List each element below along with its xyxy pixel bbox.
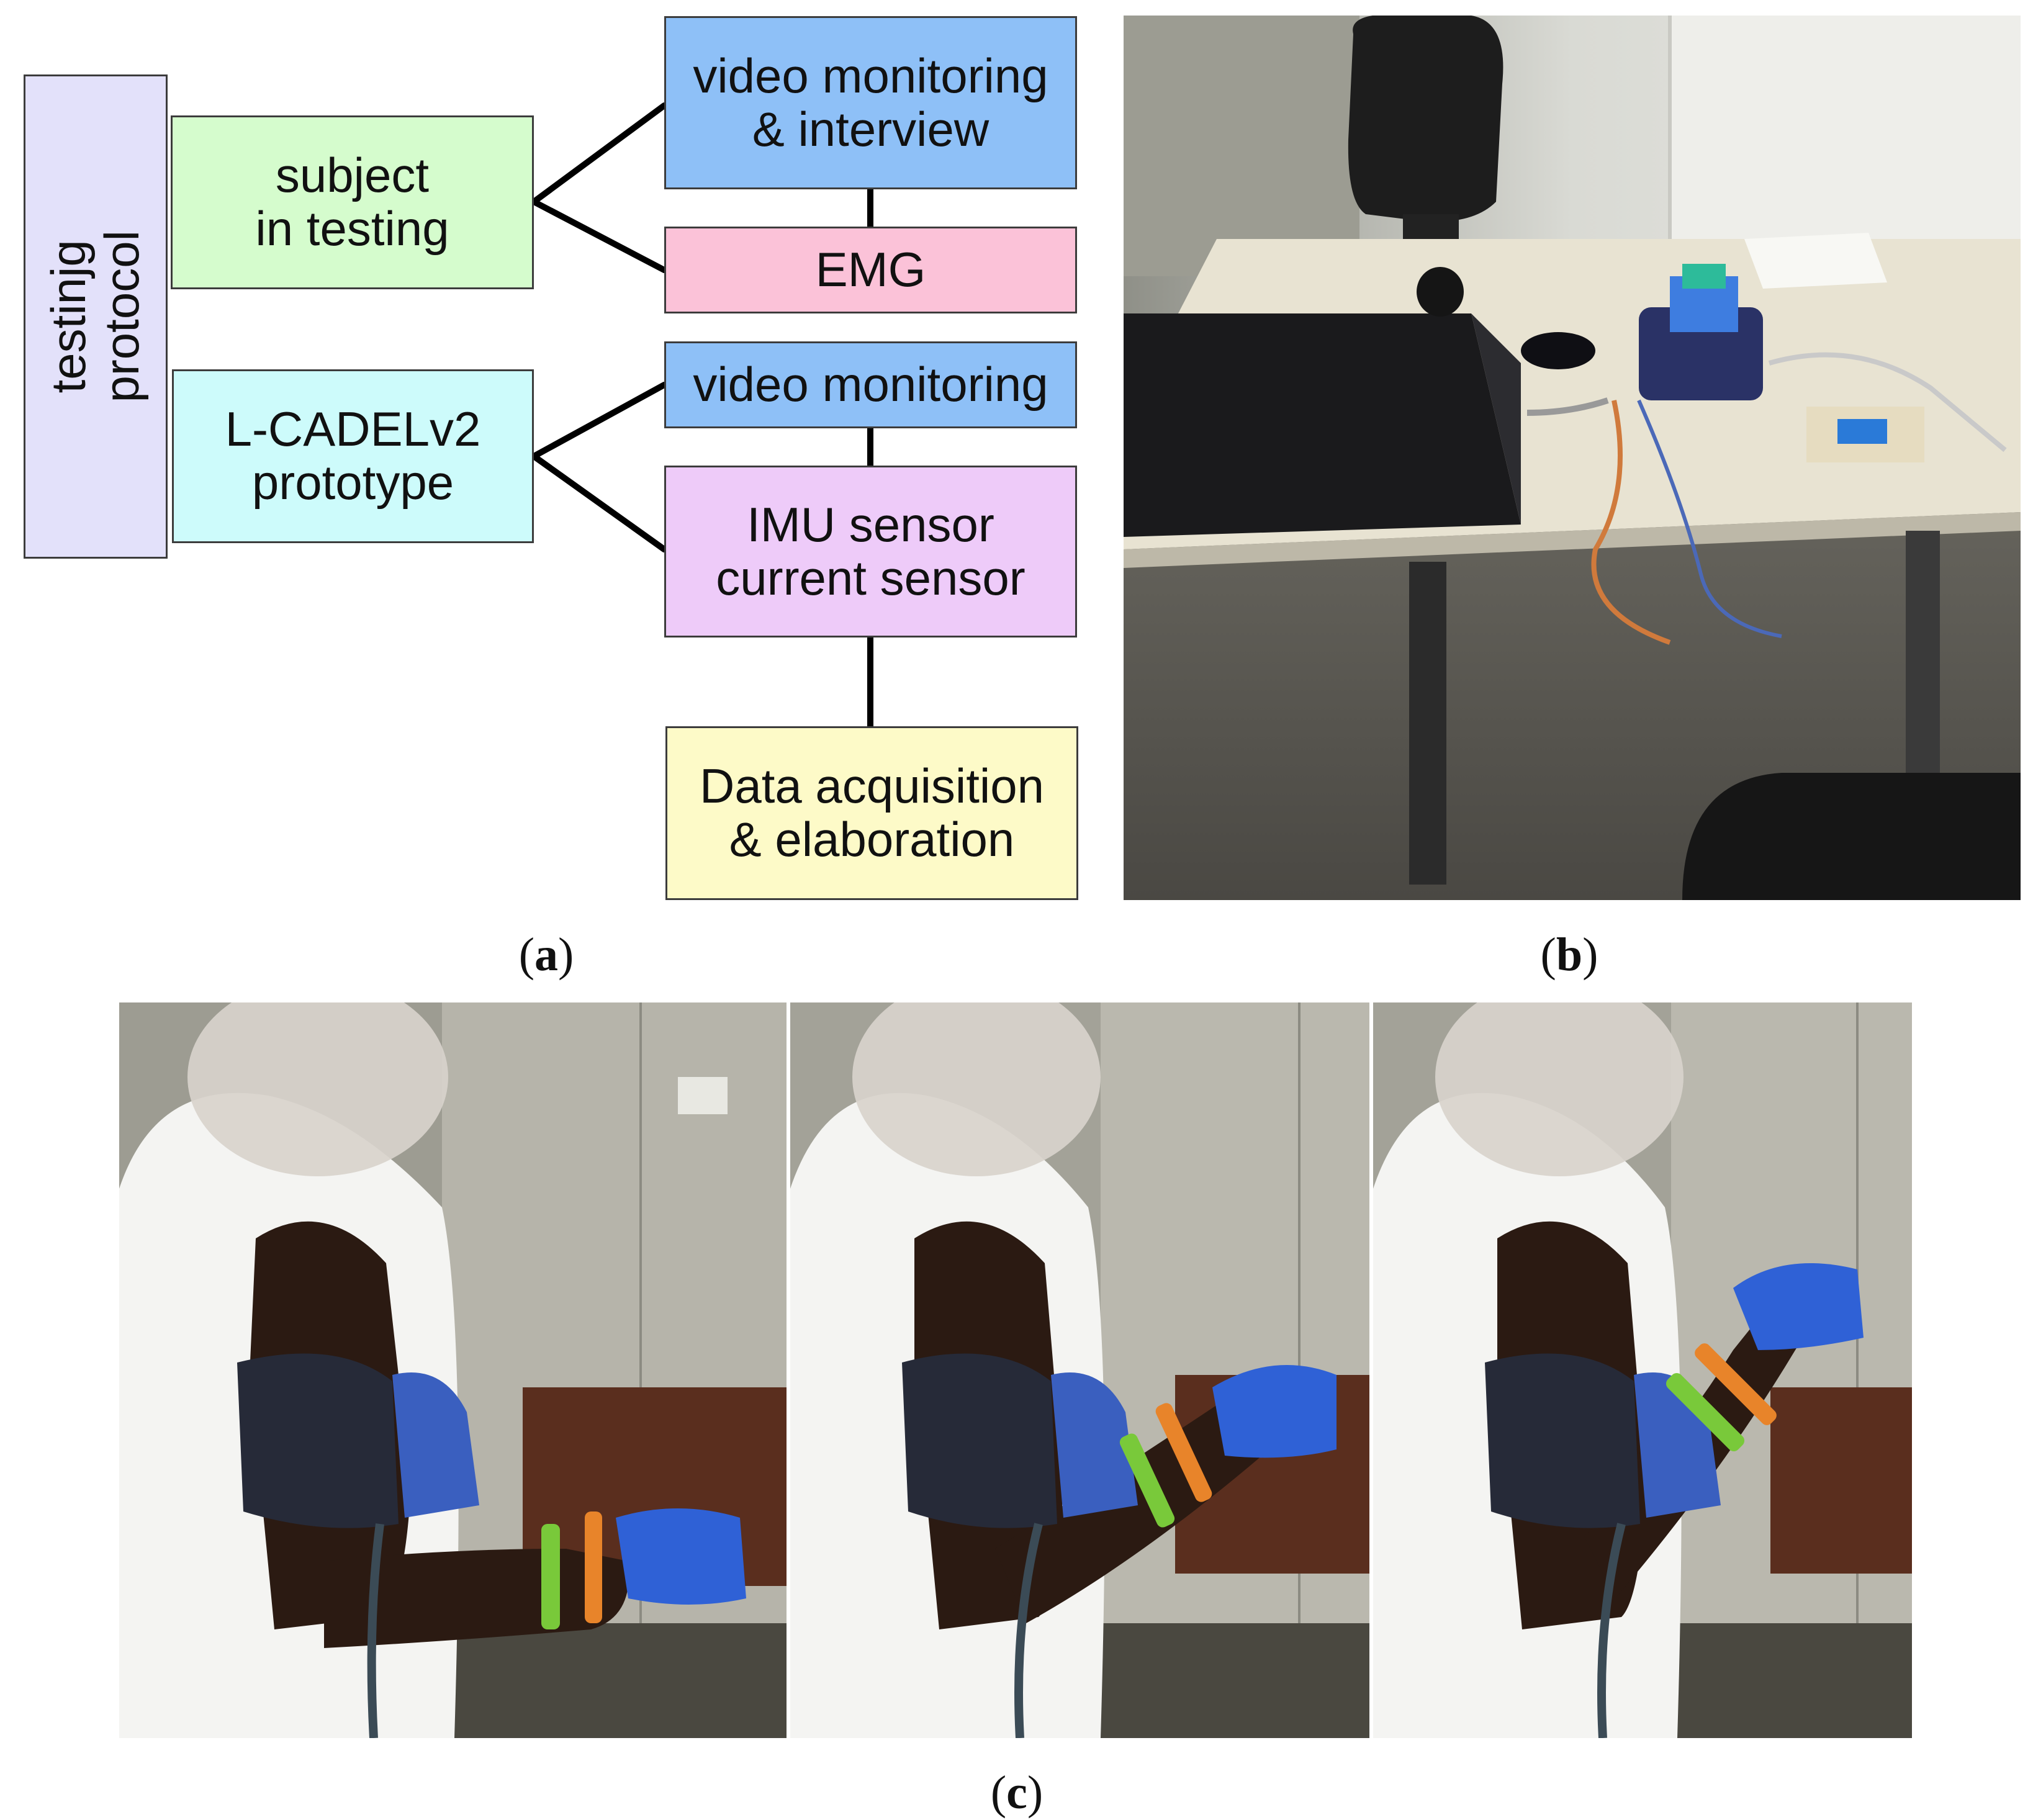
arm-pose-illustration-2 — [790, 1002, 1369, 1738]
label-b-letter: b — [1556, 929, 1583, 981]
edge-subject-emg — [531, 199, 667, 273]
video-interview-node: video monitoring & interview — [664, 16, 1077, 189]
diagram-connectors — [531, 102, 873, 729]
imu-sensor-node: IMU sensor current sensor — [664, 466, 1077, 637]
label-a-letter: a — [534, 929, 558, 981]
emg-node: EMG — [664, 227, 1077, 313]
label-c-letter: c — [1006, 1767, 1027, 1819]
label-b-close: ) — [1582, 929, 1598, 981]
label-c-open: ( — [990, 1767, 1007, 1819]
label-b-open: ( — [1540, 929, 1556, 981]
testing-protocol-label: testinjg protocol — [41, 230, 149, 403]
data-acquisition-label: Data acquisition & elaboration — [700, 759, 1044, 867]
edge-prototype-video — [531, 382, 667, 459]
arm-pose-illustration-3 — [1373, 1002, 1912, 1738]
emg-label: EMG — [815, 242, 926, 297]
prototype-node: L-CADELv2 prototype — [172, 369, 534, 543]
label-a-open: ( — [518, 929, 534, 981]
label-a-close: ) — [558, 929, 574, 981]
arm-pose-photo-2 — [790, 1002, 1369, 1738]
arm-pose-photo-3 — [1373, 1002, 1912, 1738]
video-monitoring-label: video monitoring — [693, 357, 1048, 412]
lab-setup-illustration — [1124, 16, 2021, 900]
lab-setup-photo — [1124, 16, 2021, 900]
video-monitoring-node: video monitoring — [664, 341, 1077, 428]
imu-sensor-label: IMU sensor current sensor — [716, 497, 1026, 605]
video-interview-label: video monitoring & interview — [693, 48, 1048, 156]
subject-in-testing-node: subject in testing — [171, 115, 534, 289]
arm-pose-illustration-1 — [119, 1002, 787, 1738]
subfigure-label-b: (b) — [1476, 928, 1662, 982]
subject-in-testing-label: subject in testing — [255, 148, 449, 256]
edge-subject-video-interview — [531, 102, 667, 205]
arm-pose-photo-1 — [119, 1002, 787, 1738]
data-acquisition-node: Data acquisition & elaboration — [665, 726, 1078, 900]
edge-prototype-imu — [531, 453, 667, 552]
label-c-close: ) — [1027, 1767, 1044, 1819]
subfigure-label-c: (c) — [924, 1766, 1110, 1820]
testing-protocol-node: testinjg protocol — [24, 74, 168, 559]
prototype-label: L-CADELv2 prototype — [225, 402, 481, 510]
subfigure-label-a: (a) — [453, 928, 639, 982]
